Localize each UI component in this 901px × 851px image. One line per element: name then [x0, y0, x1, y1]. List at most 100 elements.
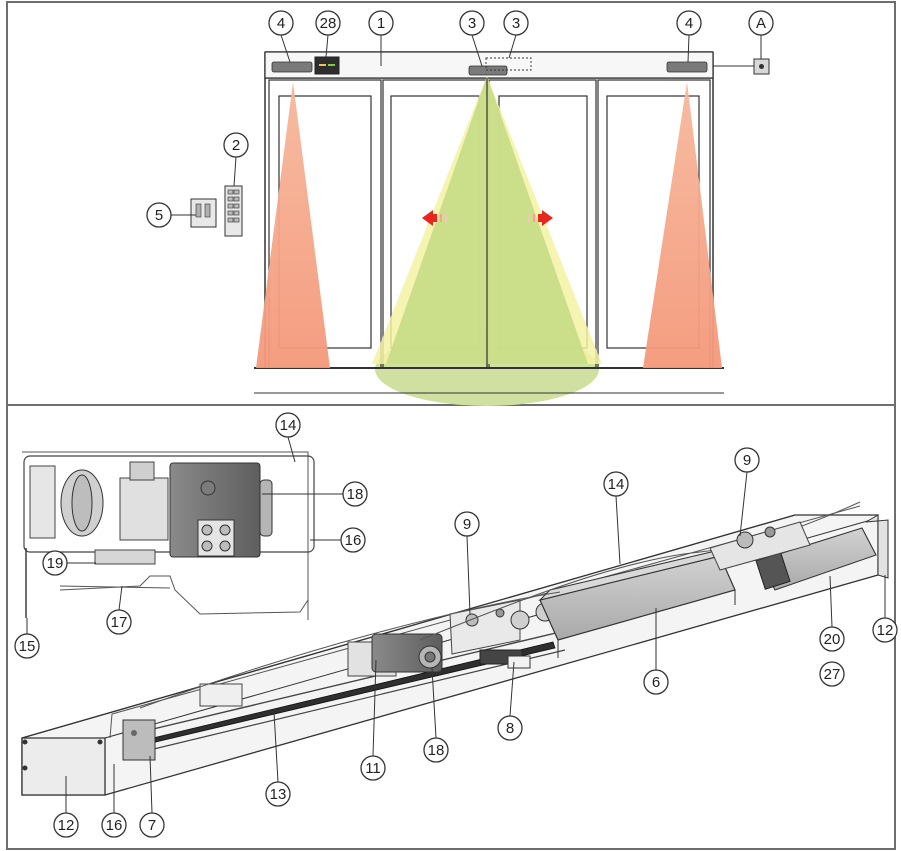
callout-circle	[101, 812, 127, 838]
callout-top-2: 2	[223, 132, 249, 158]
callout-number: 17	[111, 614, 128, 631]
callout-bot-8: 8	[497, 715, 523, 741]
callout-circle	[603, 471, 629, 497]
callout-circle	[643, 669, 669, 695]
callout-bot-27: 27	[819, 661, 845, 687]
callout-circle	[223, 132, 249, 158]
callout-number: 3	[512, 15, 520, 32]
callout-number: 15	[19, 638, 36, 655]
callout-top-A: A	[748, 10, 774, 36]
callout-circle	[53, 812, 79, 838]
callout-circle	[342, 481, 368, 507]
center-radar-sensor	[468, 65, 508, 76]
callout-number: 16	[345, 532, 362, 549]
callout-bot-14-inset: 14	[275, 412, 301, 438]
callout-circle	[368, 10, 394, 36]
callout-circle	[423, 737, 449, 763]
callout-circle	[265, 781, 291, 807]
callout-number: 9	[743, 452, 751, 469]
callout-circle	[454, 511, 480, 537]
callout-number: 19	[47, 555, 64, 572]
display-unit	[314, 56, 340, 75]
callout-number: 8	[506, 720, 514, 737]
callout-circle	[734, 447, 760, 473]
callout-circle	[14, 633, 40, 659]
callout-circle	[139, 812, 165, 838]
callout-number: 18	[347, 486, 364, 503]
callout-bot-14: 14	[603, 471, 629, 497]
callout-circle	[315, 10, 341, 36]
callout-circle	[676, 10, 702, 36]
callout-bot-12-left: 12	[53, 812, 79, 838]
callout-number: 7	[148, 817, 156, 834]
callout-number: 6	[652, 674, 660, 691]
callout-number: 28	[320, 15, 337, 32]
callout-bot-6: 6	[643, 669, 669, 695]
callout-bot-7: 7	[139, 812, 165, 838]
hidden-sensor-outline	[485, 57, 532, 71]
callout-top-28: 28	[315, 10, 341, 36]
drive-unit-housing	[21, 501, 889, 796]
callout-bot-11: 11	[360, 755, 386, 781]
callout-top-1: 1	[368, 10, 394, 36]
callout-number: 3	[468, 15, 476, 32]
callout-number: 13	[270, 786, 287, 803]
callout-circle	[275, 412, 301, 438]
callout-circle	[872, 617, 898, 643]
side-sensor-left	[271, 61, 313, 73]
callout-number: 18	[428, 742, 445, 759]
callout-bot-15: 15	[14, 633, 40, 659]
callout-top-5: 5	[146, 202, 172, 228]
callout-bot-17: 17	[106, 609, 132, 635]
callout-number: 14	[280, 417, 297, 434]
callout-circle	[819, 661, 845, 687]
end-cap-left	[21, 737, 106, 796]
callout-circle	[106, 609, 132, 635]
belt-tensioner-bracket	[122, 719, 156, 761]
callout-number: 9	[463, 516, 471, 533]
callout-number: 1	[377, 15, 385, 32]
callout-circle	[748, 10, 774, 36]
callout-number: 12	[58, 817, 75, 834]
callout-circle	[819, 626, 845, 652]
callout-number: 12	[877, 622, 894, 639]
wall-switch	[190, 198, 217, 228]
callout-bot-18: 18	[423, 737, 449, 763]
callout-circle	[459, 10, 485, 36]
callout-bot-9-left: 9	[454, 511, 480, 537]
callout-number: 14	[608, 476, 625, 493]
callout-top-4-left: 4	[268, 10, 294, 36]
callout-number: 2	[232, 137, 240, 154]
callout-circle	[42, 550, 68, 576]
callout-bot-12-right: 12	[872, 617, 898, 643]
program-selector	[224, 185, 243, 237]
open-direction-arrows	[422, 210, 553, 226]
sliding-door-overview	[171, 34, 770, 406]
callout-number: 5	[155, 207, 163, 224]
callout-circle	[360, 755, 386, 781]
callout-circle	[268, 10, 294, 36]
left-side-sensor-beam	[256, 82, 330, 368]
callout-top-3-b: 3	[503, 10, 529, 36]
callout-bot-19: 19	[42, 550, 68, 576]
callout-top-4-right: 4	[676, 10, 702, 36]
callout-circle	[503, 10, 529, 36]
callout-number: 16	[106, 817, 123, 834]
callout-bot-16-inset: 16	[340, 527, 366, 553]
callout-number: 4	[685, 15, 693, 32]
callout-circle	[497, 715, 523, 741]
drive-unit-section-inset	[22, 436, 343, 634]
side-sensor-right	[666, 61, 708, 73]
callout-circle	[340, 527, 366, 553]
callout-number: 4	[277, 15, 285, 32]
callout-number: A	[756, 15, 766, 32]
callout-number: 11	[365, 760, 381, 777]
right-side-sensor-beam	[643, 82, 722, 368]
callout-top-3-a: 3	[459, 10, 485, 36]
callout-bot-18-inset: 18	[342, 481, 368, 507]
top-leaders	[171, 34, 762, 216]
callout-bot-20: 20	[819, 626, 845, 652]
callout-circle	[146, 202, 172, 228]
